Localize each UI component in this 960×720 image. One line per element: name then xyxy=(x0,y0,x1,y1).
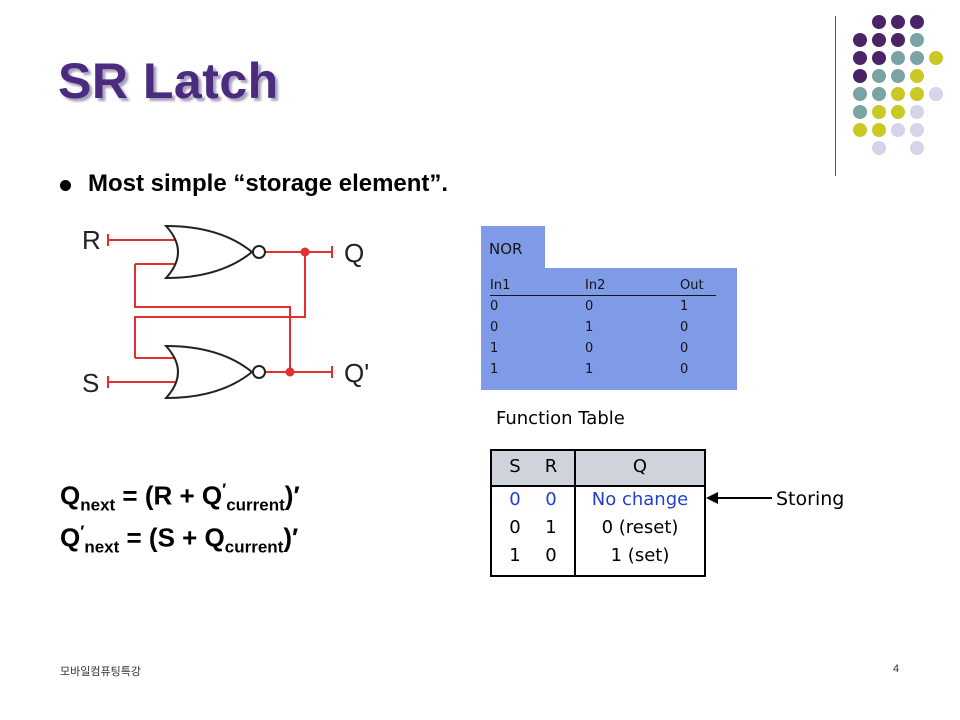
decorative-dot xyxy=(891,123,905,137)
nor-cell: 0 xyxy=(490,320,499,335)
decorative-dot xyxy=(891,69,905,83)
footer-course-name: 모바일컴퓨팅특강 xyxy=(60,666,141,678)
nor-table-tab xyxy=(481,226,545,270)
ft-cell: 0 (reset) xyxy=(601,517,679,538)
decorative-dot xyxy=(872,69,886,83)
nor-gate-top-bubble xyxy=(252,245,266,259)
ft-cell: 0 xyxy=(509,489,521,510)
nor-cell: 1 xyxy=(680,299,689,314)
decorative-dot xyxy=(872,33,886,47)
decorative-dot xyxy=(872,15,886,29)
ft-cell: 1 xyxy=(545,517,557,538)
function-table-divider xyxy=(574,451,576,575)
nor-truth-table: In1 In2 Out 0 0 1 0 1 0 1 0 0 1 1 0 xyxy=(490,276,716,380)
decorative-dot xyxy=(929,87,943,101)
equation-q-bar-next: Q′next = (S + Qcurrent)′ xyxy=(60,522,299,557)
decorative-dot xyxy=(853,33,867,47)
decorative-dot xyxy=(910,87,924,101)
nor-table-tab-label: NOR xyxy=(489,240,523,258)
nor-gate-bottom xyxy=(163,344,254,400)
nor-cell: 0 xyxy=(585,341,594,356)
equation-q-next: Qnext = (R + Q′current)′ xyxy=(60,480,300,515)
decorative-dot xyxy=(891,51,905,65)
sr-latch-circuit: R S Q Q' xyxy=(82,224,369,400)
decorative-dot xyxy=(853,51,867,65)
nor-cell: 0 xyxy=(490,299,499,314)
decorative-dot xyxy=(872,105,886,119)
nor-gate-top xyxy=(163,224,254,280)
decorative-dot xyxy=(853,123,867,137)
wire-qbar-feedback xyxy=(134,264,291,372)
ft-header-r: R xyxy=(544,456,558,477)
arrow-left-icon xyxy=(706,492,772,504)
table-row: 0 0 1 xyxy=(490,296,716,318)
nor-cell: 1 xyxy=(490,362,499,377)
decorative-dot xyxy=(910,33,924,47)
label-q: Q xyxy=(344,238,364,268)
decorative-dot xyxy=(853,69,867,83)
table-row: 1 0 0 xyxy=(490,338,716,359)
nor-cell: 0 xyxy=(680,320,689,335)
ft-cell: 0 xyxy=(509,517,521,538)
decorative-dot xyxy=(891,33,905,47)
function-table-caption: Function Table xyxy=(496,408,625,429)
ft-header-s: S xyxy=(509,456,521,477)
decorative-dot-grid xyxy=(853,15,943,155)
decorative-dot xyxy=(853,87,867,101)
decorative-dot xyxy=(872,87,886,101)
wire-q-feedback xyxy=(134,252,306,358)
ft-cell: 0 xyxy=(545,545,557,566)
nor-gate-bottom-bubble xyxy=(252,365,266,379)
nor-cell: 1 xyxy=(585,320,594,335)
table-row: 1 1 0 xyxy=(490,359,716,380)
ft-cell: 0 xyxy=(545,489,557,510)
ft-header-q: Q xyxy=(632,456,648,477)
decorative-dot xyxy=(910,51,924,65)
label-s: S xyxy=(82,368,99,398)
decorative-dot xyxy=(891,87,905,101)
junction-q xyxy=(300,247,310,257)
ft-cell: 1 (set) xyxy=(610,545,670,566)
label-q-bar: Q' xyxy=(344,358,369,388)
label-r: R xyxy=(82,225,101,255)
bullet-text: Most simple “storage element”. xyxy=(88,170,449,197)
decorative-dot xyxy=(929,51,943,65)
bullet-icon xyxy=(60,180,71,191)
decorative-divider xyxy=(835,16,836,176)
table-row: 0 1 0 xyxy=(490,317,716,338)
decorative-dot xyxy=(891,105,905,119)
ft-cell: 1 xyxy=(509,545,521,566)
decorative-dot xyxy=(853,105,867,119)
function-table: S R Q 0 0 No change 0 1 0 (reset) 1 0 1 … xyxy=(490,449,706,577)
nor-cell: 0 xyxy=(680,362,689,377)
decorative-dot xyxy=(910,15,924,29)
nor-cell: 0 xyxy=(585,299,594,314)
function-table-header xyxy=(492,451,704,487)
nor-header-in2: In2 xyxy=(585,276,680,296)
ft-cell: No change xyxy=(591,489,689,510)
page-number: 4 xyxy=(893,663,900,675)
decorative-dot xyxy=(872,123,886,137)
nor-table-header-row: In1 In2 Out xyxy=(490,276,716,296)
decorative-dot xyxy=(891,15,905,29)
junction-qbar xyxy=(285,367,295,377)
decorative-dot xyxy=(910,105,924,119)
decorative-dot xyxy=(872,51,886,65)
decorative-dot xyxy=(910,123,924,137)
slide-title: SR Latch xyxy=(58,53,279,109)
nor-cell: 1 xyxy=(585,362,594,377)
decorative-dot xyxy=(910,69,924,83)
nor-cell: 0 xyxy=(680,341,689,356)
nor-cell: 1 xyxy=(490,341,499,356)
nor-header-out: Out xyxy=(680,276,716,296)
decorative-dot xyxy=(910,141,924,155)
decorative-dot xyxy=(872,141,886,155)
storing-annotation: Storing xyxy=(776,488,845,510)
nor-header-in1: In1 xyxy=(490,276,585,296)
